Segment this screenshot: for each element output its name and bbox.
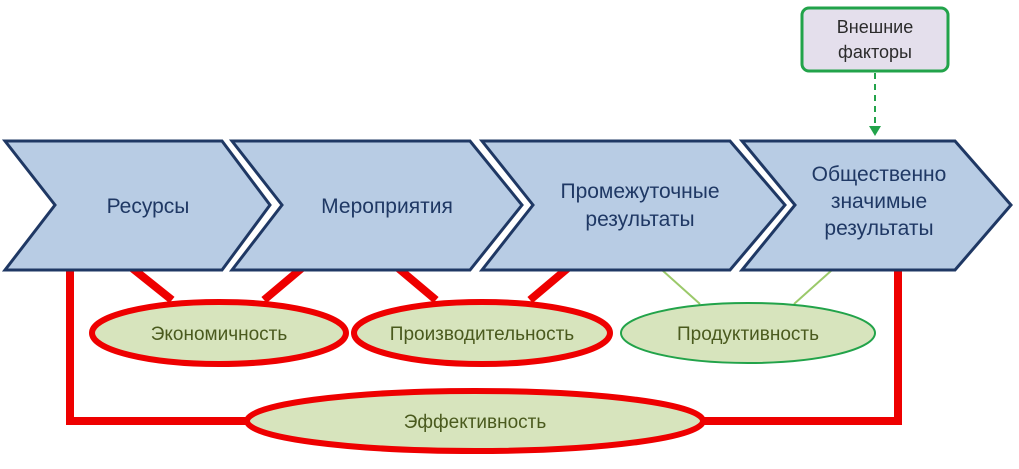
ellipse-productivity: Производительность: [351, 299, 613, 367]
chevron-resources: Ресурсы: [1, 139, 272, 272]
ellipse-economy-label: Экономичность: [151, 324, 288, 345]
chevron-social-line-3: результаты: [824, 217, 933, 240]
external-factors-arrowhead: [869, 126, 881, 136]
ellipse-product: Продуктивность: [620, 302, 876, 364]
chevron-activities-label: Мероприятия: [321, 195, 453, 218]
chevron-activities-shape: [228, 139, 524, 272]
product-connector-right: [793, 269, 833, 305]
chevron-social-line-1: Общественно: [812, 163, 947, 186]
productivity-connector-left: [395, 264, 439, 304]
ellipse-productivity-shape: [351, 299, 613, 367]
ellipse-product-label: Продуктивность: [677, 324, 819, 345]
ellipse-economy: Экономичность: [89, 299, 349, 367]
economy-connector-left: [129, 264, 175, 304]
product-connector-left: [661, 269, 701, 305]
productivity-connector-right: [527, 264, 571, 304]
external-factors-line-1: Внешние: [837, 17, 913, 37]
ellipse-efficiency-shape: [244, 388, 706, 454]
chevron-intermediate-results: Промежуточные результаты: [478, 139, 787, 272]
chevron-resources-shape: [1, 139, 272, 272]
chevron-intermediate-shape: [478, 139, 787, 272]
chevron-intermediate-line-2: результаты: [585, 208, 694, 231]
ellipse-efficiency: Эффективность: [244, 388, 706, 454]
chevron-activities: Мероприятия: [228, 139, 524, 272]
ellipse-product-shape: [620, 302, 876, 364]
external-factors-line-2: факторы: [838, 42, 912, 62]
economy-connector-right: [261, 264, 305, 304]
ellipse-economy-shape: [89, 299, 349, 367]
ellipse-productivity-label: Производительность: [390, 324, 575, 345]
chevron-intermediate-line-1: Промежуточные: [560, 180, 719, 203]
chevron-social-line-2: значимые: [831, 190, 927, 213]
external-factors-frame: [800, 6, 950, 73]
external-factors-box: Внешние факторы: [800, 6, 950, 73]
ellipse-efficiency-label: Эффективность: [404, 412, 547, 433]
chevron-social-shape: [738, 139, 1013, 272]
chevron-social-results: Общественно значимые результаты: [738, 139, 1013, 272]
chevron-resources-label: Ресурсы: [107, 195, 190, 218]
